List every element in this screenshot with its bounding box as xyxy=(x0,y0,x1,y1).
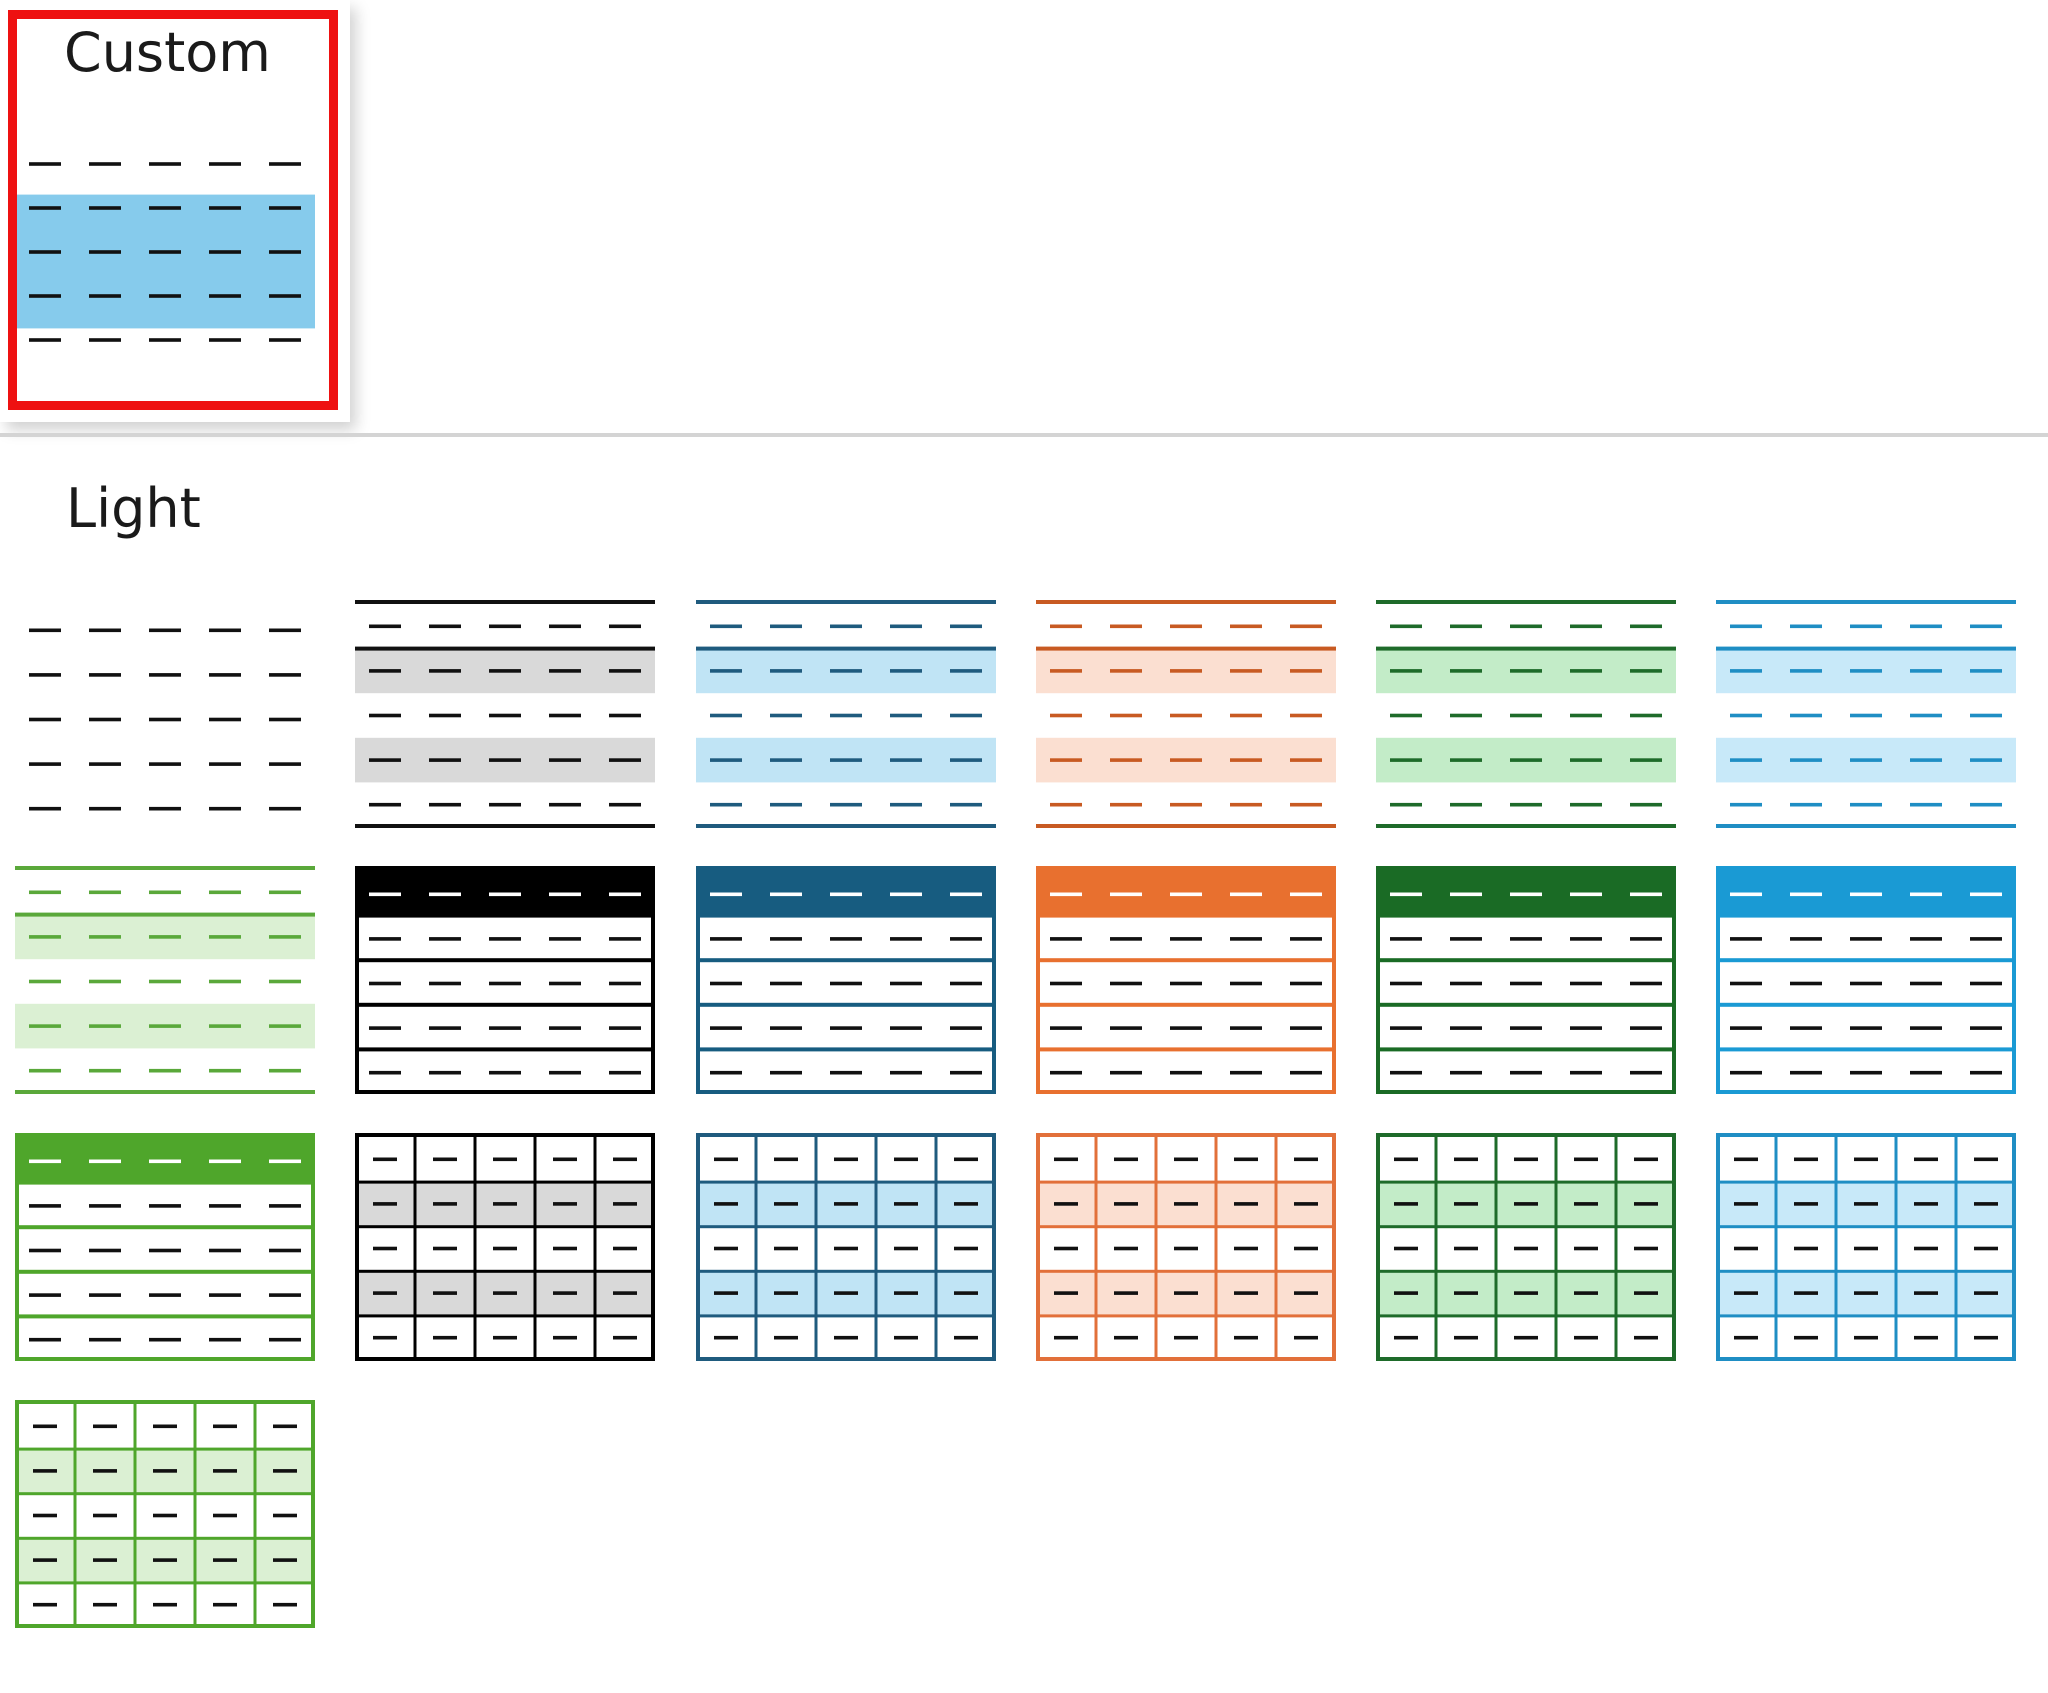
table-style-light-13[interactable] xyxy=(15,1133,315,1363)
table-style-light-5[interactable] xyxy=(1376,600,1676,830)
table-style-preview xyxy=(355,1133,655,1361)
section-title-custom: Custom xyxy=(64,21,271,84)
table-style-preview xyxy=(696,866,996,1094)
table-style-light-4[interactable] xyxy=(1036,600,1336,830)
table-style-preview xyxy=(1036,866,1336,1094)
table-style-preview xyxy=(1376,1133,1676,1361)
table-style-preview xyxy=(1716,1133,2016,1361)
table-style-light-9[interactable] xyxy=(696,866,996,1096)
table-style-preview xyxy=(15,1133,315,1361)
table-style-light-3[interactable] xyxy=(696,600,996,830)
table-style-preview xyxy=(1036,600,1336,828)
table-style-light-17[interactable] xyxy=(1376,1133,1676,1363)
table-style-preview xyxy=(1716,600,2016,828)
table-style-preview xyxy=(1376,866,1676,1094)
table-style-light-1[interactable] xyxy=(15,600,315,830)
table-style-light-2[interactable] xyxy=(355,600,655,830)
table-style-light-8[interactable] xyxy=(355,866,655,1096)
table-style-light-15[interactable] xyxy=(696,1133,996,1363)
table-style-light-10[interactable] xyxy=(1036,866,1336,1096)
table-style-preview xyxy=(29,628,301,811)
table-style-light-12[interactable] xyxy=(1716,866,2016,1096)
section-divider xyxy=(0,433,2048,437)
table-style-preview xyxy=(15,1400,315,1628)
table-style-light-18[interactable] xyxy=(1716,1133,2016,1363)
table-style-preview xyxy=(355,600,655,828)
table-style-preview xyxy=(15,866,315,1094)
table-style-preview xyxy=(1716,866,2016,1094)
table-style-light-16[interactable] xyxy=(1036,1133,1336,1363)
custom-table-style[interactable] xyxy=(15,150,315,360)
table-style-preview xyxy=(1376,600,1676,828)
table-style-light-6[interactable] xyxy=(1716,600,2016,830)
table-style-preview xyxy=(696,600,996,828)
table-style-light-11[interactable] xyxy=(1376,866,1676,1096)
table-style-light-19[interactable] xyxy=(15,1400,315,1630)
table-style-preview xyxy=(1036,1133,1336,1361)
table-style-light-7[interactable] xyxy=(15,866,315,1096)
table-style-preview xyxy=(696,1133,996,1361)
custom-style-preview xyxy=(15,162,315,342)
table-style-preview xyxy=(355,866,655,1094)
section-title-light: Light xyxy=(66,477,201,540)
table-style-light-14[interactable] xyxy=(355,1133,655,1363)
